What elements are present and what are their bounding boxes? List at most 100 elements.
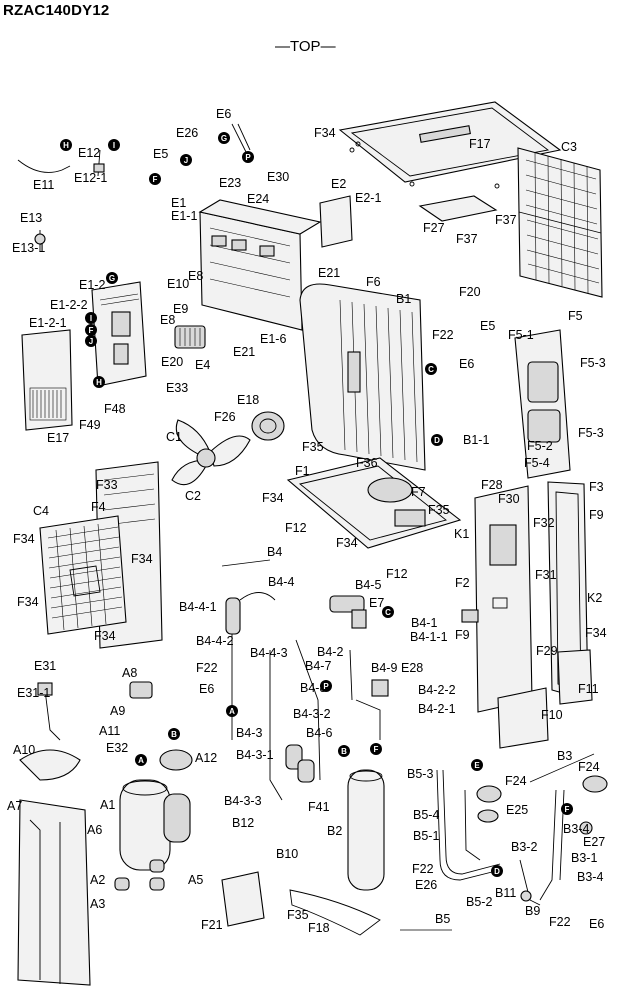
connection-marker: P bbox=[320, 680, 332, 692]
piping-b5-drawing bbox=[436, 769, 502, 881]
part-label: E8 bbox=[188, 269, 203, 283]
part-label: E1-2-1 bbox=[29, 316, 67, 330]
marker-dot bbox=[85, 324, 97, 336]
marker-dot bbox=[60, 139, 72, 151]
part-label: E1 bbox=[171, 196, 186, 210]
part-label: F4 bbox=[91, 500, 106, 514]
part-label: E1-1 bbox=[171, 209, 197, 223]
part-label: F35 bbox=[428, 503, 450, 517]
marker-letter: H bbox=[96, 378, 102, 387]
marker-dot bbox=[168, 728, 180, 740]
connection-marker: H bbox=[93, 376, 105, 388]
part-label: F22 bbox=[412, 862, 434, 876]
part-label: F5 bbox=[568, 309, 583, 323]
part-label: F24 bbox=[505, 774, 527, 788]
part-label: F17 bbox=[469, 137, 491, 151]
part-label: F24 bbox=[578, 760, 600, 774]
part-label: C1 bbox=[166, 430, 182, 444]
part-label: E18 bbox=[237, 393, 259, 407]
part-label: F6 bbox=[366, 275, 381, 289]
part-label: E26 bbox=[415, 878, 437, 892]
part-label: A1 bbox=[100, 798, 115, 812]
part-label: F12 bbox=[386, 567, 408, 581]
view-label: —TOP— bbox=[275, 38, 336, 55]
part-label: F3 bbox=[589, 480, 604, 494]
part-label: E26 bbox=[176, 126, 198, 140]
marker-letter: H bbox=[63, 141, 69, 150]
connection-marker: P bbox=[242, 151, 254, 163]
part-label: E21 bbox=[233, 345, 255, 359]
part-label: A3 bbox=[90, 897, 105, 911]
compressor-drawing bbox=[119, 749, 193, 871]
marker-letter: D bbox=[434, 436, 440, 445]
part-label: B4-7 bbox=[305, 659, 331, 673]
part-label: F9 bbox=[455, 628, 470, 642]
part-label: E6 bbox=[589, 917, 604, 931]
propeller-fan-drawing bbox=[171, 419, 251, 486]
part-label: E13-1 bbox=[12, 241, 45, 255]
part-label: B4-8 bbox=[300, 681, 326, 695]
part-label: B5-2 bbox=[466, 895, 492, 909]
part-label: A11 bbox=[99, 724, 120, 738]
part-label: F34 bbox=[17, 595, 39, 609]
insulation-drawing bbox=[21, 329, 73, 431]
part-label: B4-4-1 bbox=[179, 600, 217, 614]
part-label: E28 bbox=[401, 661, 423, 675]
part-label: B4-4-3 bbox=[250, 646, 288, 660]
part-label: B4-4 bbox=[268, 575, 294, 589]
part-label: F32 bbox=[533, 516, 555, 530]
part-label: E30 bbox=[267, 170, 289, 184]
part-label: B4-5 bbox=[355, 578, 381, 592]
marker-letter: F bbox=[89, 326, 94, 335]
marker-dot bbox=[93, 376, 105, 388]
part-label: F2 bbox=[455, 576, 470, 590]
part-label: F34 bbox=[13, 532, 35, 546]
part-label: F30 bbox=[498, 492, 520, 506]
part-label: E9 bbox=[173, 302, 188, 316]
part-label: B11 bbox=[495, 886, 516, 900]
part-label: E20 bbox=[161, 355, 183, 369]
marker-letter: A bbox=[229, 707, 235, 716]
part-label: F9 bbox=[589, 508, 604, 522]
marker-dot bbox=[425, 363, 437, 375]
part-label: F34 bbox=[314, 126, 336, 140]
sound-blanket-drawing bbox=[17, 799, 91, 986]
marker-letter: D bbox=[494, 867, 500, 876]
control-box-drawing bbox=[198, 195, 353, 331]
part-label: E21 bbox=[318, 266, 340, 280]
part-label: B4-2-2 bbox=[418, 683, 456, 697]
part-label: E5 bbox=[480, 319, 495, 333]
part-label: B5-3 bbox=[407, 767, 433, 781]
part-label: F35 bbox=[287, 908, 309, 922]
marker-letter: B bbox=[341, 747, 347, 756]
rear-grille-drawing bbox=[517, 147, 603, 298]
part-label: B3-1 bbox=[571, 851, 597, 865]
part-label: B4-2-1 bbox=[418, 702, 456, 716]
connection-marker: F bbox=[561, 803, 573, 815]
part-label: F28 bbox=[481, 478, 503, 492]
part-label: B4-1 bbox=[411, 616, 437, 630]
part-label: F5-3 bbox=[580, 356, 606, 370]
part-label: E1-2-2 bbox=[50, 298, 88, 312]
part-label: A7 bbox=[7, 799, 22, 813]
part-label: K2 bbox=[587, 591, 602, 605]
part-label: B10 bbox=[276, 847, 298, 861]
marker-dot bbox=[320, 680, 332, 692]
marker-letter: J bbox=[89, 337, 93, 346]
part-label: B5-4 bbox=[413, 808, 439, 822]
part-label: A12 bbox=[195, 751, 217, 765]
part-label: B4-3-1 bbox=[236, 748, 274, 762]
part-label: B12 bbox=[232, 816, 254, 830]
connection-marker: C bbox=[382, 606, 394, 618]
part-label: E1-2 bbox=[79, 278, 105, 292]
part-label: F27 bbox=[423, 221, 445, 235]
part-label: F49 bbox=[79, 418, 101, 432]
marker-letter: F bbox=[374, 745, 379, 754]
marker-dot bbox=[382, 606, 394, 618]
part-label: C2 bbox=[185, 489, 201, 503]
part-label: F34 bbox=[336, 536, 358, 550]
right-side-panel-drawing bbox=[514, 329, 571, 479]
connection-marker: H bbox=[60, 139, 72, 151]
connection-marker: J bbox=[180, 154, 192, 166]
